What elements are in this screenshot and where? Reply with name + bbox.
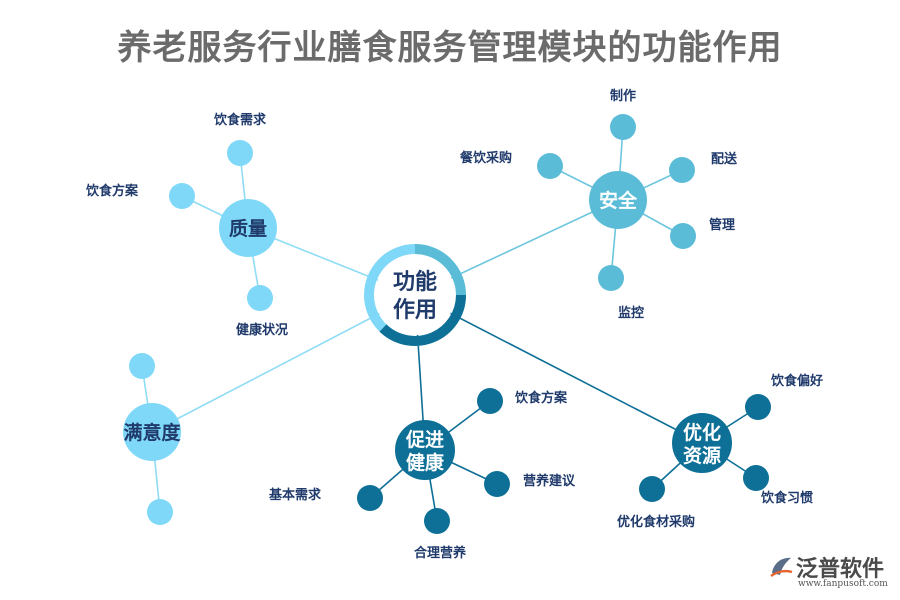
logo-brand-name: 泛普软件: [796, 557, 885, 582]
leaf-resources-preference: [745, 394, 771, 420]
page-title: 养老服务行业膳食服务管理模块的功能作用: [117, 28, 783, 68]
leaf-label-safety-4: 监控: [618, 305, 644, 321]
center-node: [375, 255, 455, 335]
center-label-line1: 功能: [393, 269, 437, 295]
leaf-quality-diet-demand: [227, 140, 253, 166]
leaf-label-health-2: 合理营养: [414, 545, 467, 561]
hub-safety-label: 安全: [599, 189, 638, 212]
fanpu-logo-icon: [770, 557, 793, 577]
leaf-satisfaction-bottom: [147, 499, 173, 525]
leaf-label-quality-0: 饮食需求: [213, 112, 267, 128]
center-label-line2: 作用: [393, 298, 437, 323]
hub-resources: [672, 413, 732, 473]
leaf-safety-management: [670, 223, 696, 249]
leaf-label-safety-2: 配送: [711, 151, 738, 167]
logo-website-url: www.fanpusoft.com: [798, 579, 888, 589]
hub-health-label-line2: 健康: [406, 451, 445, 474]
leaf-label-quality-1: 饮食方案: [85, 183, 139, 199]
leaf-health-balanced-nutrition: [424, 508, 450, 534]
leaf-quality-health-status: [247, 285, 273, 311]
center-ring-mid: [414, 244, 466, 296]
hub-quality: [219, 199, 277, 257]
leaf-label-resources-2: 优化食材采购: [617, 514, 695, 530]
leaf-label-resources-1: 饮食习惯: [760, 490, 813, 506]
leaf-quality-diet-plan: [169, 183, 195, 209]
brand-logo: 泛普软件 www.fanpusoft.com: [768, 551, 893, 595]
leaf-label-quality-2: 健康状况: [236, 322, 288, 338]
hub-satisfaction: [123, 403, 181, 461]
leaf-health-nutrition-advice: [484, 471, 510, 497]
leaf-label-health-3: 基本需求: [268, 487, 322, 503]
hub-resources-label-line1: 优化: [683, 421, 721, 444]
leaf-resources-habit: [743, 465, 769, 491]
leaf-safety-delivery: [669, 157, 695, 183]
leaf-label-safety-1: 餐饮采购: [459, 150, 512, 166]
hub-safety: [589, 171, 647, 229]
leaf-satisfaction-top: [129, 353, 155, 379]
leaf-health-diet-plan: [477, 388, 503, 414]
leaf-label-health-0: 饮食方案: [514, 390, 568, 406]
leaf-safety-purchasing: [537, 153, 563, 179]
leaf-resources-purchasing: [639, 476, 665, 502]
center-ring-dark: [379, 294, 466, 346]
leaf-health-basic-needs: [357, 485, 383, 511]
hub-resources-label-line2: 资源: [683, 444, 721, 467]
leaf-label-health-1: 营养建议: [523, 473, 576, 489]
leaf-label-safety-3: 管理: [709, 217, 735, 233]
hub-quality-label: 质量: [229, 218, 267, 240]
leaf-label-resources-0: 饮食偏好: [770, 373, 823, 389]
leaf-label-safety-0: 制作: [610, 88, 636, 104]
hub-satisfaction-label: 满意度: [123, 421, 181, 444]
leaf-safety-production: [610, 114, 636, 140]
hub-health: [395, 420, 455, 480]
link-center-resources: [414, 294, 703, 444]
leaf-safety-monitoring: [598, 265, 624, 291]
hub-health-label-line1: 促进: [405, 428, 444, 451]
